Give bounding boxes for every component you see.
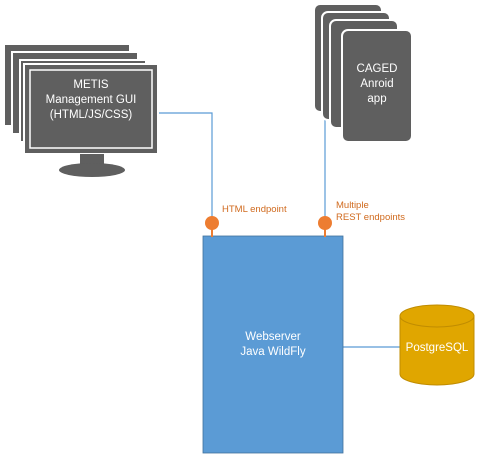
caged-label-line2: Anroid [360, 77, 394, 90]
html-endpoint-text: HTML endpoint [222, 204, 287, 215]
webserver-label: Webserver Java WildFly [203, 330, 343, 360]
webserver-label-line1: Webserver [245, 331, 301, 343]
metis-monitor-stack [3, 43, 159, 177]
database-body [399, 316, 475, 386]
caged-label-line3: app [367, 92, 387, 105]
rest-endpoint-line1: Multiple [336, 200, 369, 211]
caged-phone-stack [313, 3, 413, 143]
database-top [399, 304, 475, 328]
monitor-front-screen [29, 69, 153, 149]
metis-label-line2: Management GUI [45, 93, 137, 106]
rest-endpoint-label: Multiple REST endpoints [336, 200, 405, 224]
monitor-neck [80, 154, 104, 166]
webserver-label-line2: Java WildFly [240, 345, 306, 358]
caged-label: CAGED Anroid app [344, 62, 410, 107]
database-label: PostgreSQL [398, 341, 476, 356]
html-endpoint-dot [205, 216, 219, 230]
monitor-stand-base [59, 163, 125, 177]
html-endpoint-connector [205, 216, 219, 237]
metis-label-line3: (HTML/JS/CSS) [49, 108, 133, 121]
link-metis-to-html-endpoint [150, 112, 213, 222]
caged-label-line1: CAGED [356, 63, 398, 75]
database-cylinder-icon [399, 304, 475, 386]
rest-endpoint-connector [318, 216, 332, 237]
metis-label-line1: METIS [73, 79, 109, 91]
phone-front [341, 29, 413, 143]
html-endpoint-label: HTML endpoint [222, 204, 287, 216]
metis-label: METIS Management GUI (HTML/JS/CSS) [28, 78, 154, 123]
webserver-box [202, 235, 344, 454]
database-label-text: PostgreSQL [405, 342, 469, 354]
rest-endpoint-dot [318, 216, 332, 230]
rest-endpoint-line2: REST endpoints [336, 211, 406, 223]
